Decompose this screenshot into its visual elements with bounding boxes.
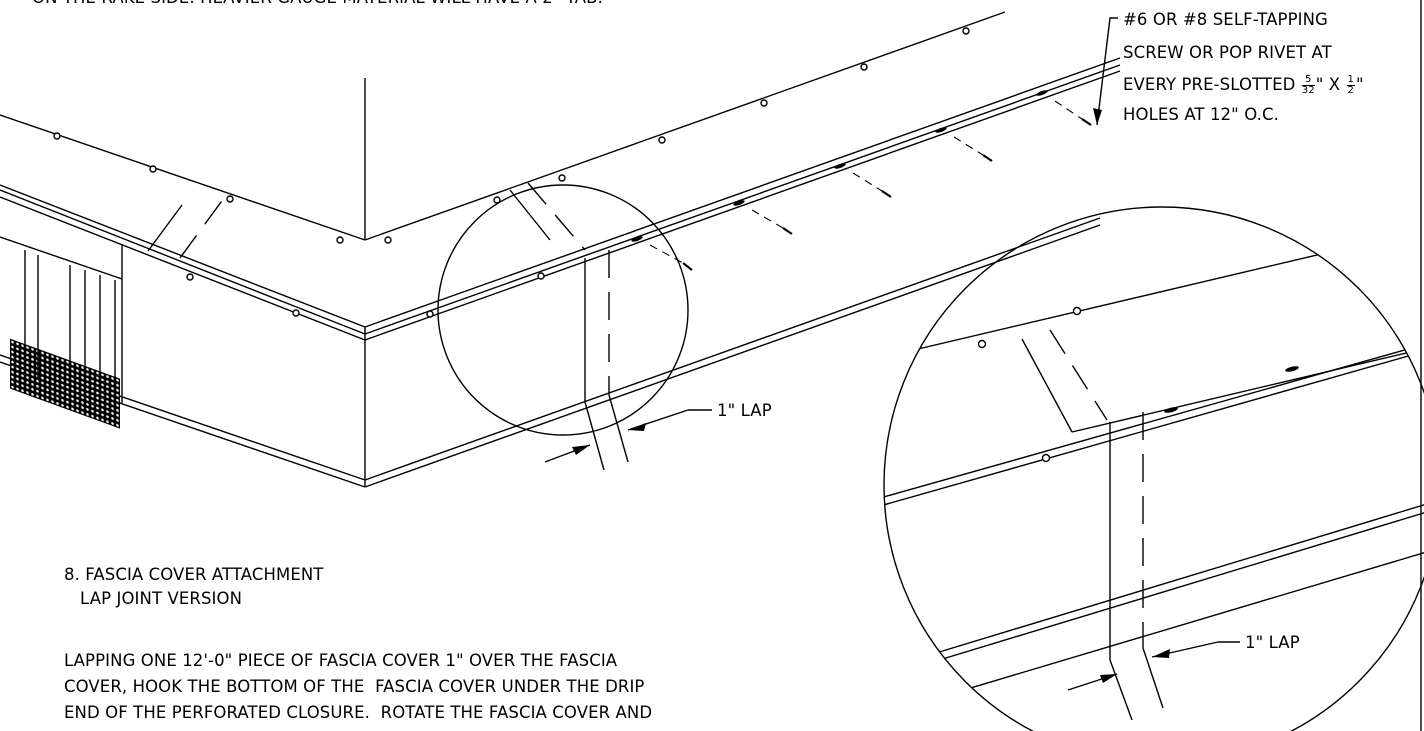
screw-callout-line2: SCREW OR POP RIVET AT (1123, 43, 1332, 62)
lap-label-detail: 1" LAP (1245, 633, 1300, 652)
screw-callout-line4: HOLES AT 12" O.C. (1123, 105, 1279, 124)
main-view (0, 11, 1121, 488)
fraction-denominator: 2 (1347, 85, 1354, 96)
instruction-line: END OF THE PERFORATED CLOSURE. ROTATE TH… (64, 703, 653, 722)
fraction-denominator: 32 (1301, 85, 1315, 96)
screw-callout-line3-prefix: EVERY PRE-SLOTTED (1123, 75, 1301, 94)
fraction-numerator: 5 (1301, 75, 1315, 86)
step-title-line2: LAP JOINT VERSION (64, 589, 243, 608)
instruction-line: LAPPING ONE 12'-0" PIECE OF FASCIA COVER… (64, 651, 618, 670)
screw-callout-line1: #6 OR #8 SELF-TAPPING (1123, 10, 1328, 29)
detail-callout-circle (437, 184, 689, 436)
lap-label-main: 1" LAP (717, 401, 772, 420)
screw-callout-line3-mid: " X (1315, 75, 1346, 94)
detail-view (883, 206, 1424, 731)
instruction-line: COVER, HOOK THE BOTTOM OF THE FASCIA COV… (64, 677, 645, 696)
coping-holes-left (53, 27, 970, 318)
step-title-line1: 8. FASCIA COVER ATTACHMENT (64, 565, 324, 584)
fraction-numerator: 1 (1346, 74, 1355, 86)
screw-callout-line3-suffix: " (1355, 75, 1364, 94)
top-note: ON THE RAKE SIDE. HEAVIER GAUGE MATERIAL… (32, 0, 603, 10)
fascia-slots-screws (631, 90, 1092, 271)
